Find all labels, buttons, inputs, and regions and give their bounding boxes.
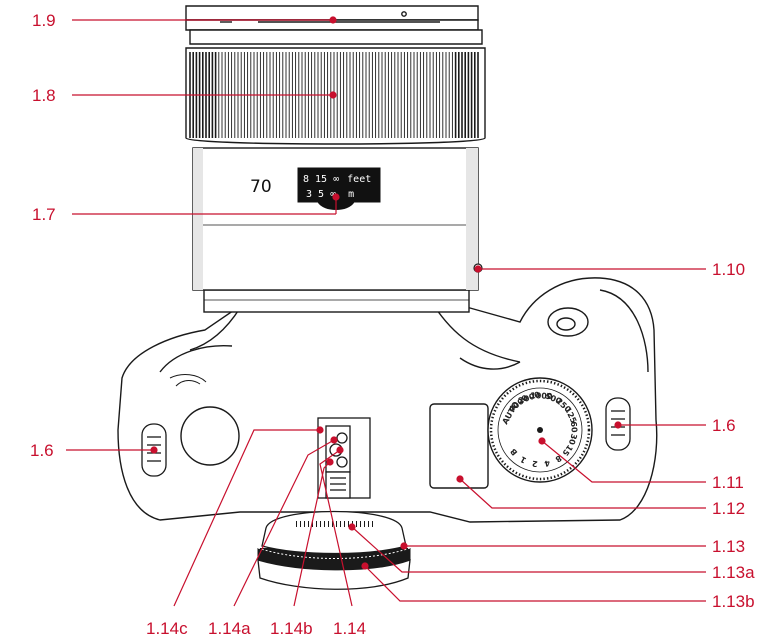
lens-barrel-highlight-left [193, 148, 203, 290]
dial-speed-label: 1000 [530, 391, 553, 401]
callout-labels: 1.9 1.8 1.7 1.10 1.6 1.6 1.11 1.12 1.13 … [30, 11, 755, 638]
lens-mount [203, 289, 470, 313]
callout-1-12: 1.12 [712, 499, 745, 518]
dial-speed-label: 4 [543, 458, 551, 468]
dial-center [537, 427, 543, 433]
callout-1-6-left: 1.6 [30, 441, 54, 460]
hot-shoe [317, 417, 371, 499]
dial-speed-label: 1 [518, 454, 528, 465]
dial-speed-label: B [509, 447, 520, 457]
distance-scale-feet: 8 15 ∞ feet [303, 174, 371, 185]
callout-1-14a: 1.14a [208, 619, 251, 638]
lens-focal-length: 70 [250, 177, 272, 197]
brand-script [175, 380, 201, 387]
callout-1-6-right: 1.6 [712, 416, 736, 435]
lens-front-ring [185, 5, 483, 45]
front-button [180, 406, 240, 466]
dial-speed-label: 2 [531, 459, 538, 469]
dial-base [257, 559, 411, 590]
callout-1-10: 1.10 [712, 260, 745, 279]
top-display-panel [429, 403, 489, 489]
callout-1-7: 1.7 [32, 205, 56, 224]
callout-1-9: 1.9 [32, 11, 56, 30]
dial-speed-label: 30 [567, 433, 579, 447]
callout-1-8: 1.8 [32, 86, 56, 105]
dial-speed-label: 60 [569, 421, 579, 433]
distance-scale-m: 3 5 ∞ m [306, 189, 354, 200]
callout-lines [66, 16, 706, 607]
callout-1-13: 1.13 [712, 537, 745, 556]
focus-ring-knurling [189, 52, 479, 138]
dial-scale-top [261, 510, 407, 555]
callout-1-14: 1.14 [333, 619, 366, 638]
callout-1-14b: 1.14b [270, 619, 313, 638]
callout-1-11: 1.11 [712, 473, 744, 492]
callout-1-13b: 1.13b [712, 592, 755, 611]
lens-barrel-highlight-right [466, 148, 478, 290]
callout-1-13a: 1.13a [712, 563, 755, 582]
callout-1-14c: 1.14c [146, 619, 188, 638]
dial-speed-label: 8 [553, 453, 563, 464]
distance-scale-window: 8 15 ∞ feet 3 5 ∞ m [297, 167, 381, 210]
